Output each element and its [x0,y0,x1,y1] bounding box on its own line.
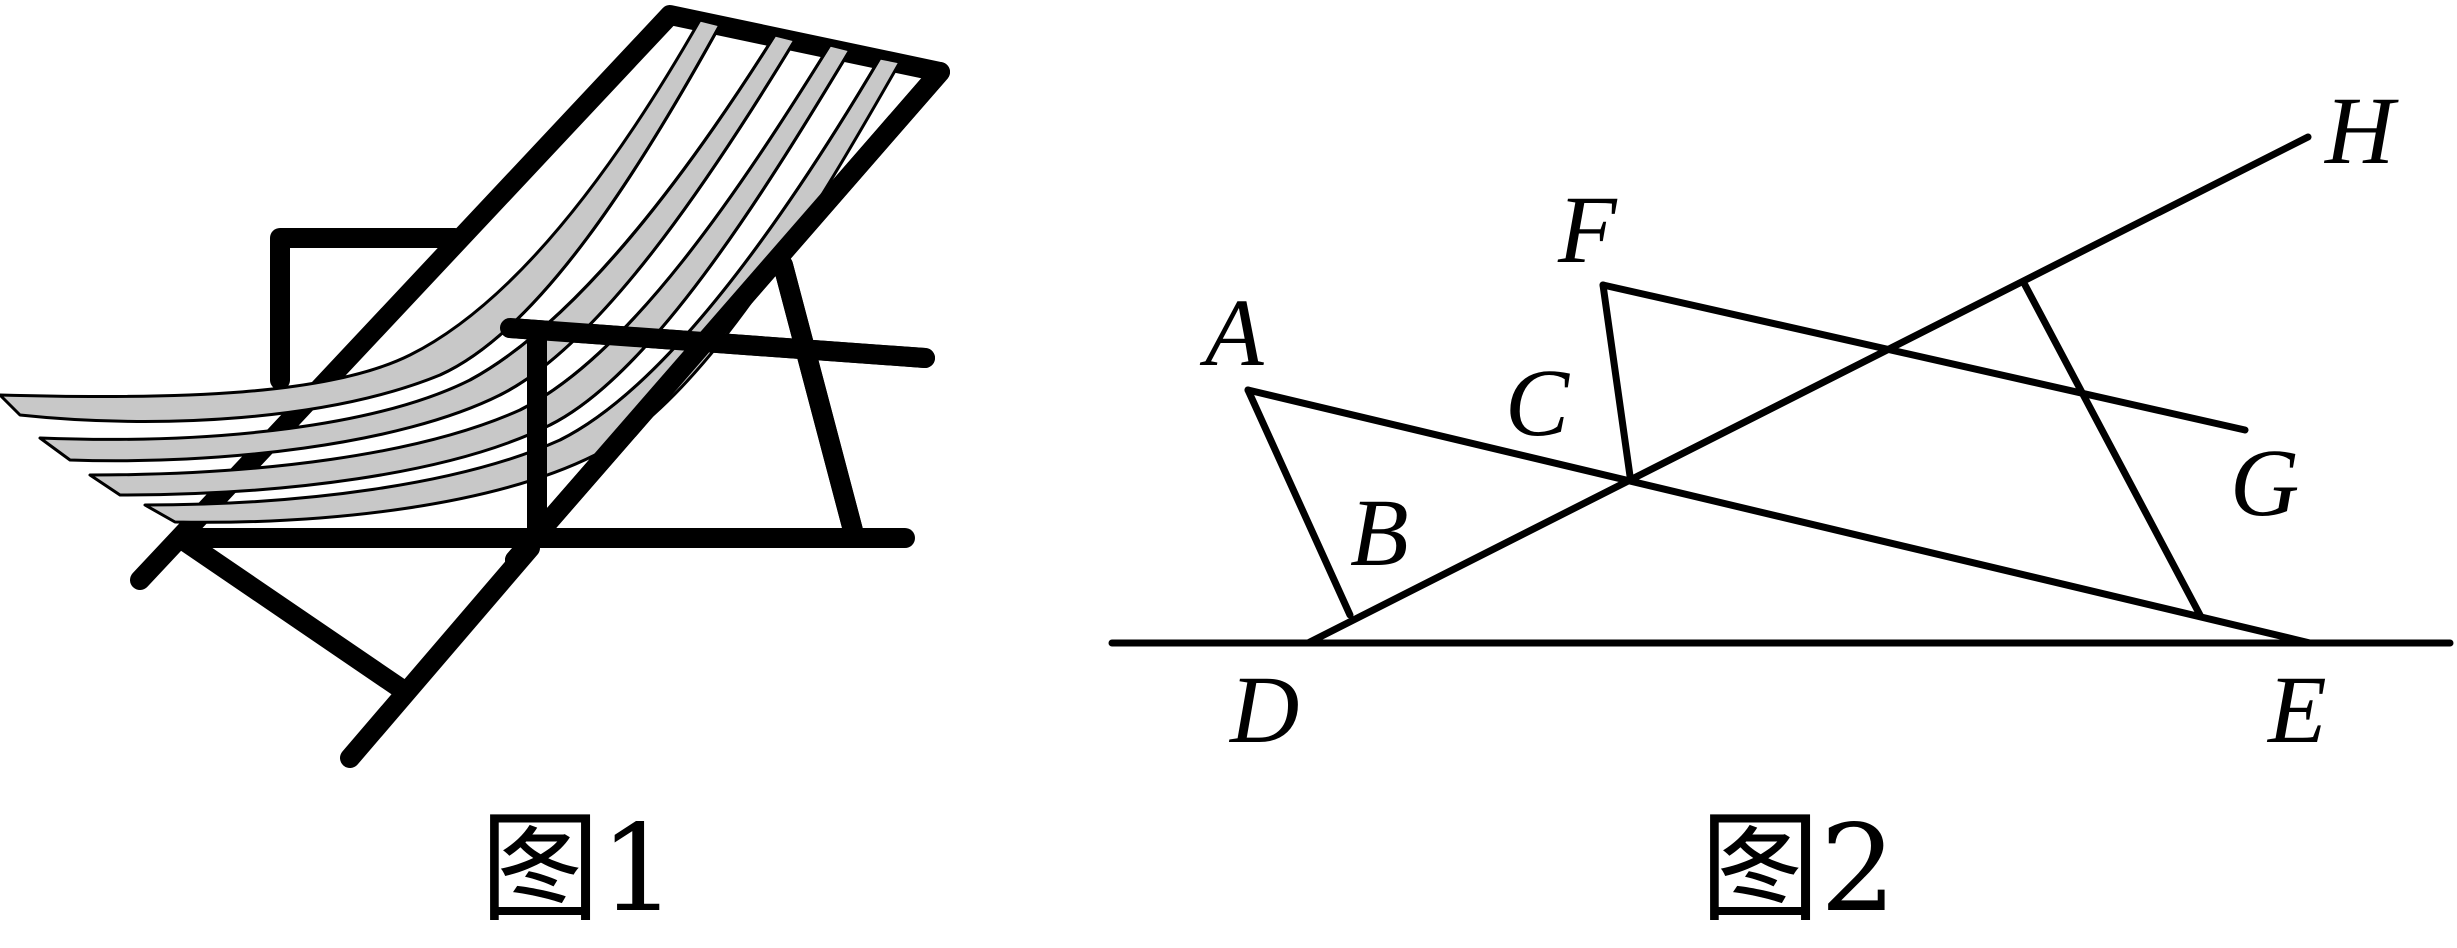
figure2-geometry: A B C D E F G H 图2 [1108,77,2454,939]
point-label-e: E [2266,656,2327,763]
point-label-h: H [2323,77,2399,184]
segment-ae [1244,386,2314,647]
chair-left-armrest [270,228,465,390]
chair-lower-brace [170,528,410,698]
point-label-d: D [1228,656,1299,763]
fabric-stripe [469,34,777,382]
segment-fc [1599,281,1634,480]
chair-right-armrest-front [500,318,935,368]
chair-back-right-rail-front [505,62,950,570]
point-label-f: F [1557,176,1618,283]
chair-front-leg [340,538,540,768]
segment-fg [1599,281,2249,434]
point-label-a: A [1199,279,1264,386]
fabric-stripe [519,44,832,412]
chair-back-leg-front [773,255,865,548]
segment-support [2021,281,2204,619]
point-label-b: B [1350,479,1409,586]
segment-dh [1304,133,2312,647]
point-label-g: G [2230,429,2299,536]
figure1-caption: 图1 [480,800,676,939]
fabric-stripe [559,57,882,442]
figure2-caption: 图2 [1700,800,1896,939]
fabric-stripe [549,49,852,427]
fabric-stripe [439,24,722,377]
segment-ab [1244,386,1354,619]
point-label-c: C [1505,349,1570,456]
figure1-deck-chair: 图1 [0,5,950,939]
